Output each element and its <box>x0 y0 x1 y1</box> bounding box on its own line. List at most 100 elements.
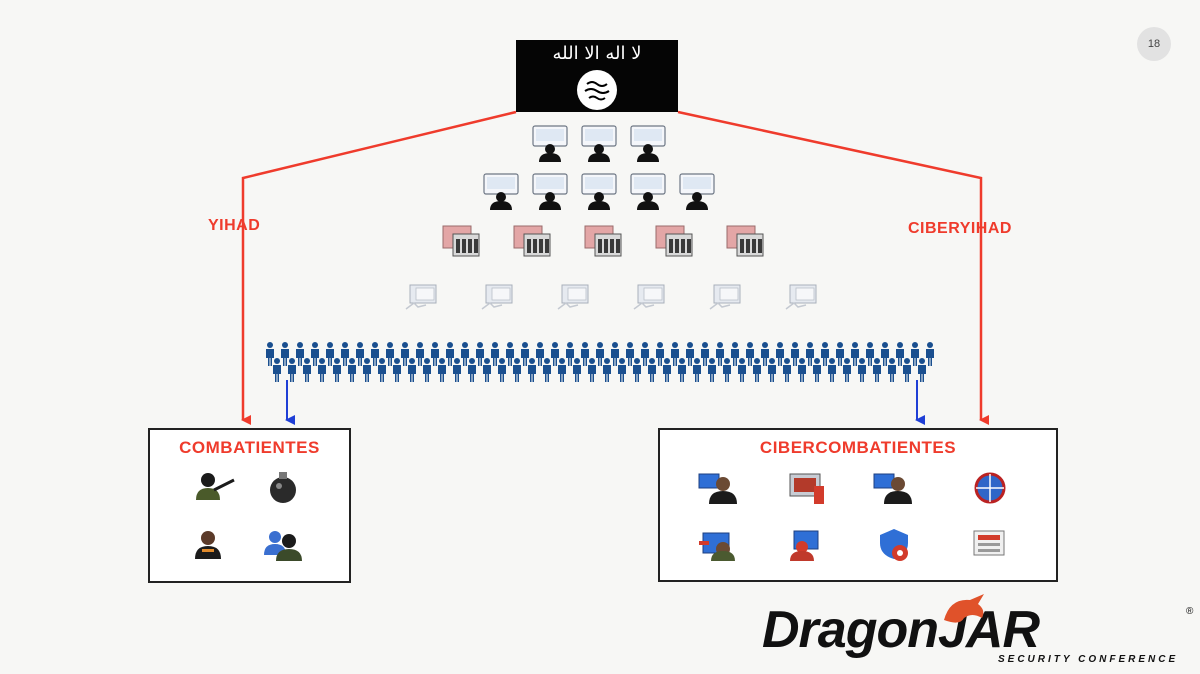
person-icon <box>693 358 701 382</box>
user-computer-icon <box>679 173 715 210</box>
person-icon <box>648 358 656 382</box>
combatientes-title: COMBATIENTES <box>179 438 320 457</box>
network-device-icon <box>709 284 741 310</box>
person-icon <box>641 342 649 366</box>
person-icon <box>911 342 919 366</box>
person-icon <box>333 358 341 382</box>
user-computer-icon <box>532 125 568 162</box>
person-icon <box>678 358 686 382</box>
yihad-label: YIHAD <box>208 217 261 234</box>
person-icon <box>521 342 529 366</box>
cibercombatientes-box: CIBERCOMBATIENTES <box>658 428 1058 582</box>
person-icon <box>776 342 784 366</box>
person-icon <box>768 358 776 382</box>
person-icon <box>273 358 281 382</box>
black-flag: لا اله الا الله <box>516 40 678 112</box>
person-icon <box>716 342 724 366</box>
person-icon <box>378 358 386 382</box>
person-icon <box>386 342 394 366</box>
person-icon <box>431 342 439 366</box>
person-icon <box>558 358 566 382</box>
person-icon <box>506 342 514 366</box>
person-icon <box>483 358 491 382</box>
person-icon <box>701 342 709 366</box>
person-icon <box>566 342 574 366</box>
person-icon <box>866 342 874 366</box>
registered-mark: ® <box>1186 606 1194 617</box>
person-icon <box>573 358 581 382</box>
person-icon <box>791 342 799 366</box>
person-icon <box>836 342 844 366</box>
person-icon <box>318 358 326 382</box>
person-icon <box>461 342 469 366</box>
person-icon <box>596 342 604 366</box>
person-icon <box>708 358 716 382</box>
person-icon <box>468 358 476 382</box>
server-rack-icon <box>726 225 764 257</box>
person-icon <box>603 358 611 382</box>
dragonjar-logo: DragonJAR SECURITY CONFERENCE ® <box>762 594 1194 670</box>
person-icon <box>896 342 904 366</box>
person-icon <box>528 358 536 382</box>
person-icon <box>401 342 409 366</box>
person-icon <box>498 358 506 382</box>
person-icon <box>663 358 671 382</box>
person-icon <box>633 358 641 382</box>
person-icon <box>551 342 559 366</box>
logo-subtitle: SECURITY CONFERENCE <box>998 654 1179 665</box>
person-icon <box>813 358 821 382</box>
person-icon <box>371 342 379 366</box>
person-icon <box>311 342 319 366</box>
person-icon <box>798 358 806 382</box>
network-device-icon <box>557 284 589 310</box>
person-icon <box>416 342 424 366</box>
cibercombatientes-title: CIBERCOMBATIENTES <box>759 438 957 457</box>
server-rack-icon <box>655 225 693 257</box>
user-computer-icon <box>630 173 666 210</box>
person-icon <box>266 342 274 366</box>
server-rack-icon <box>513 225 551 257</box>
person-icon <box>453 358 461 382</box>
logo-wordmark: DragonJAR <box>762 601 1040 659</box>
person-icon <box>873 358 881 382</box>
person-icon <box>686 342 694 366</box>
user-computer-icon <box>532 173 568 210</box>
person-icon <box>843 358 851 382</box>
server-rack-icon <box>442 225 480 257</box>
person-icon <box>903 358 911 382</box>
person-icon <box>656 342 664 366</box>
person-icon <box>491 342 499 366</box>
person-icon <box>858 358 866 382</box>
ciberyihad-label: CIBERYIHAD <box>908 220 1012 237</box>
ciberyihad-branch-line <box>677 110 989 425</box>
person-icon <box>393 358 401 382</box>
person-icon <box>348 358 356 382</box>
person-icon <box>408 358 416 382</box>
user-computer-icon <box>483 173 519 210</box>
person-icon <box>536 342 544 366</box>
person-icon <box>446 342 454 366</box>
person-icon <box>296 342 304 366</box>
person-icon <box>753 358 761 382</box>
yihad-branch-line <box>241 110 517 425</box>
network-device-icon <box>481 284 513 310</box>
person-icon <box>438 358 446 382</box>
person-icon <box>761 342 769 366</box>
person-icon <box>611 342 619 366</box>
person-icon <box>341 342 349 366</box>
combatientes-box: COMBATIENTES <box>148 428 351 583</box>
person-icon <box>513 358 521 382</box>
person-icon <box>746 342 754 366</box>
person-icon <box>881 342 889 366</box>
user-computer-icon <box>630 125 666 162</box>
person-icon <box>356 342 364 366</box>
user-computer-icon <box>581 125 617 162</box>
network-device-icon <box>405 284 437 310</box>
person-icon <box>783 358 791 382</box>
person-icon <box>671 342 679 366</box>
person-icon <box>588 358 596 382</box>
seal-script-icon <box>584 81 610 101</box>
person-icon <box>281 342 289 366</box>
